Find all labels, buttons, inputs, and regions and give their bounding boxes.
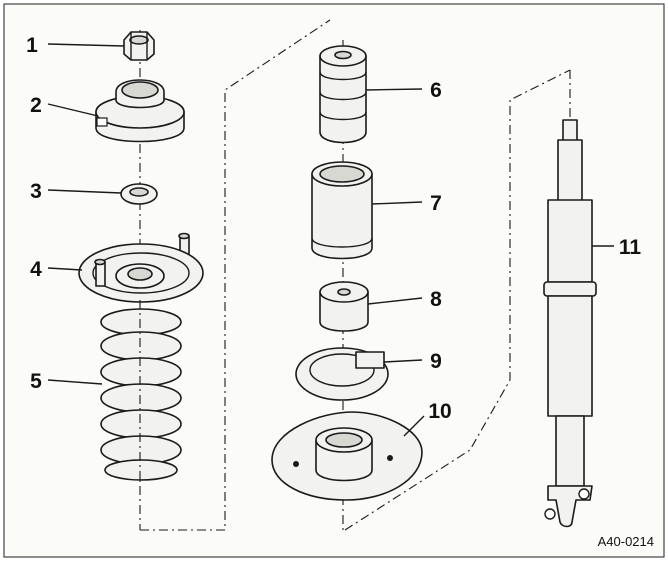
part-3-washer bbox=[120, 183, 158, 205]
callout-1: 1 bbox=[26, 34, 38, 57]
part-1-nut bbox=[123, 31, 155, 61]
callout-7: 7 bbox=[430, 192, 442, 215]
part-10-dust-shield bbox=[271, 411, 423, 501]
callout-10: 10 bbox=[428, 400, 451, 423]
callout-leaders bbox=[47, 43, 614, 437]
part-6-bump-stop bbox=[319, 45, 367, 144]
part-8-stop-buffer bbox=[319, 281, 369, 332]
callout-4: 4 bbox=[30, 258, 42, 281]
callout-2: 2 bbox=[30, 94, 42, 117]
part-4-spring-seat bbox=[78, 232, 204, 303]
figure-code: A40-0214 bbox=[598, 534, 654, 549]
part-2-strut-mount bbox=[95, 79, 185, 143]
part-5-coil-spring bbox=[100, 300, 182, 481]
callout-5: 5 bbox=[30, 370, 42, 393]
callout-11: 11 bbox=[619, 236, 642, 259]
part-11-shock-absorber bbox=[543, 119, 597, 528]
part-9-lower-spring-seat bbox=[295, 347, 389, 401]
callout-9: 9 bbox=[430, 350, 442, 373]
callout-6: 6 bbox=[430, 79, 442, 102]
callout-8: 8 bbox=[430, 288, 442, 311]
part-7-protective-sleeve bbox=[311, 161, 373, 260]
callout-3: 3 bbox=[30, 180, 42, 203]
